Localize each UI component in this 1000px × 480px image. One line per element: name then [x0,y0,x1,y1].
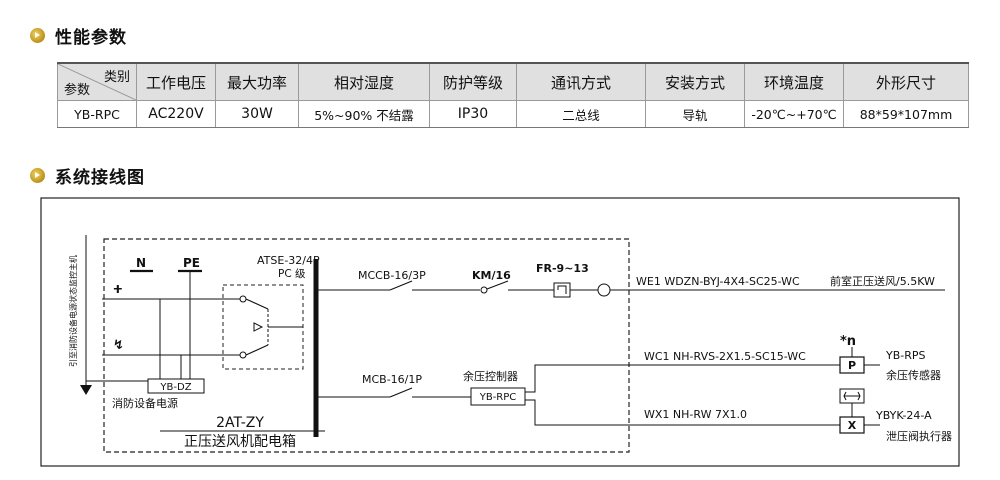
km-contact-icon [480,286,488,294]
yb-dz-box [147,378,205,394]
header-temperature: 环境温度 [744,62,844,101]
params-data-row: YB-RPC AC220V 30W 5%~90% 不结露 IP30 二总线 导轨… [57,100,969,128]
header-protection: 防护等级 [429,62,517,101]
params-table: 类别 参数 工作电压 最大功率 相对湿度 防护等级 通讯方式 安装方式 环境温度… [57,62,969,128]
mccb-switch-icon [389,280,413,291]
cell-protection: IP30 [429,100,517,128]
cell-communication: 二总线 [516,100,646,128]
fan-label: 前室正压送风/5.5KW [830,274,935,288]
mcb-label: MCB-16/1P [362,373,422,386]
atse-label: ATSE-32/4P [257,254,320,267]
ct-circle-icon [597,283,611,297]
pc-grade-label: PC 级 [278,268,306,280]
controller-label: 余压控制器 [463,369,518,383]
header-installation: 安装方式 [645,62,745,101]
x-label: X [848,419,857,432]
atse-triangle-icon [253,322,264,332]
mcb-switch-icon [389,387,413,398]
we1-cable-label: WE1 WDZN-BYJ-4X4-SC25-WC [636,275,800,288]
n-mark-label: *n [840,334,856,349]
cell-dimensions: 88*59*107mm [843,100,969,128]
yb-rpc-label: YB-RPC [479,392,517,403]
n-label: N [136,256,146,270]
box-name-label: 2AT-ZY [216,415,264,431]
header-power: 最大功率 [215,62,299,101]
km-switch-icon [486,280,509,290]
monitor-arrow-icon [80,385,92,395]
atse-blade-top [245,298,269,310]
ybyk-label: YBYK-24-A [875,409,932,422]
diagram-frame [40,197,960,467]
cell-humidity: 5%~90% 不结露 [298,100,430,128]
play-bullet-icon [30,168,45,183]
atse-blade-bottom [245,344,269,356]
km-label: KM/16 [472,269,511,282]
header-dimensions: 外形尺寸 [843,62,969,101]
params-header-row: 类别 参数 工作电压 最大功率 相对湿度 防护等级 通讯方式 安装方式 环境温度… [57,62,969,101]
wx1-cable-label: WX1 NH-RW 7X1.0 [644,408,747,421]
params-section-heading: 性能参数 [30,23,127,48]
atse-contact-top [239,295,247,303]
box-desc-label: 正压送风机配电箱 [184,434,296,450]
thermal-relay-box [553,282,571,298]
power-supply-label: 消防设备电源 [112,396,178,410]
corner-diagonal-line [58,64,136,100]
wc1-cable-label: WC1 NH-RVS-2X1.5-SC15-WC [644,350,806,363]
wiring-diagram: 引至消防设备电源状态监控主机 N PE ATSE-32/4P PC 级 ⵜ ↯ … [40,197,960,467]
corner-top-label: 类别 [103,70,130,85]
valve-arrow-right-icon [857,391,861,401]
wc1-cable-line [525,364,840,393]
monitor-host-label: 引至消防设备电源状态监控主机 [68,255,78,367]
wiring-section-heading: 系统接线图 [30,163,145,188]
thermal-relay-icon [557,285,567,294]
wiring-section-title: 系统接线图 [55,168,145,188]
source1-symbol-icon: ⵜ [113,283,123,296]
header-voltage: 工作电压 [136,62,216,101]
corner-bottom-label: 参数 [64,83,91,98]
mccb-label: MCCB-16/3P [358,269,426,282]
cell-installation: 导轨 [645,100,745,128]
atse-contact-bottom [239,351,247,359]
cell-temperature: -20℃~+70℃ [744,100,844,128]
valve-arrow-left-icon [843,391,847,401]
cell-model: YB-RPC [57,100,137,128]
source2-symbol-icon: ↯ [113,338,124,353]
p-label: P [848,359,856,372]
cell-voltage: AC220V [136,100,216,128]
yb-dz-label: YB-DZ [159,382,191,393]
pe-label: PE [183,256,200,270]
corner-header-cell: 类别 参数 [57,62,137,101]
yb-rps-label: YB-RPS [885,349,926,362]
sensor-label: 余压传感器 [886,368,941,382]
fr-label: FR-9~13 [536,262,589,275]
actuator-label: 泄压阀执行器 [886,429,952,443]
distribution-box-outline [103,238,630,453]
header-communication: 通讯方式 [516,62,646,101]
cell-power: 30W [215,100,299,128]
params-section-title: 性能参数 [55,28,127,48]
yb-rpc-box [470,387,526,406]
play-bullet-icon [30,28,45,43]
header-humidity: 相对湿度 [298,62,430,101]
wx1-cable-line [525,399,840,426]
